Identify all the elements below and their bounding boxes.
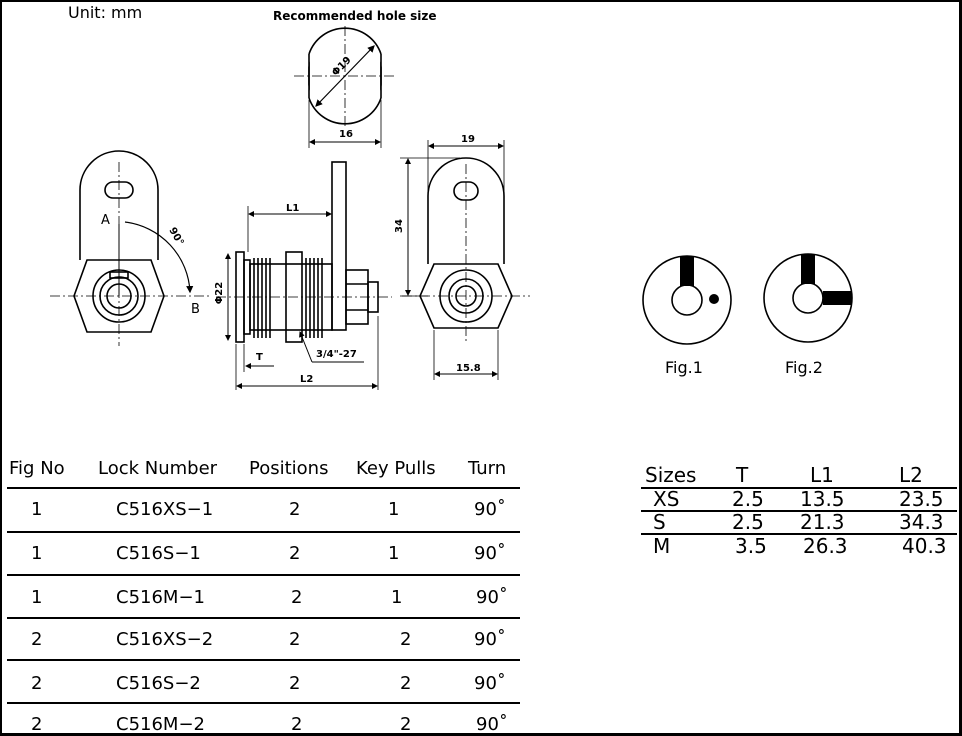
thread-label: 3/4"-27 bbox=[316, 349, 357, 360]
position-b-label: B bbox=[191, 302, 200, 317]
row3-fig: 1 bbox=[31, 587, 43, 608]
row4-positions: 2 bbox=[289, 629, 301, 650]
table-rule bbox=[7, 487, 520, 489]
row2-turn: 90˚ bbox=[474, 543, 506, 564]
header-lock-number: Lock Number bbox=[98, 458, 218, 479]
header-turn: Turn bbox=[468, 458, 507, 479]
size-m-t: 3.5 bbox=[735, 534, 767, 558]
row5-lock-number: C516S−2 bbox=[116, 673, 201, 694]
row1-key-pulls: 1 bbox=[388, 499, 400, 520]
row2-key-pulls: 1 bbox=[388, 543, 400, 564]
row3-turn: 90˚ bbox=[476, 587, 508, 608]
size-xs-label: XS bbox=[653, 487, 680, 511]
size-header-t: T bbox=[736, 463, 749, 487]
table-rule bbox=[7, 659, 520, 661]
row4-turn: 90˚ bbox=[474, 629, 506, 650]
header-key-pulls: Key Pulls bbox=[356, 458, 436, 479]
row4-fig: 2 bbox=[31, 629, 43, 650]
body-diameter-label: Φ22 bbox=[214, 281, 226, 305]
row6-fig: 2 bbox=[31, 714, 43, 735]
side-view bbox=[216, 161, 392, 390]
size-xs-l1: 13.5 bbox=[800, 487, 845, 511]
fig1-caption: Fig.1 bbox=[665, 358, 703, 377]
unit-label: Unit: mm bbox=[68, 3, 143, 22]
row1-fig: 1 bbox=[31, 499, 43, 520]
table-rule bbox=[7, 531, 520, 533]
row4-lock-number: C516XS−2 bbox=[116, 629, 214, 650]
cam-width-label: 19 bbox=[461, 134, 475, 145]
table-rule bbox=[7, 702, 520, 704]
row1-positions: 2 bbox=[289, 499, 301, 520]
row2-fig: 1 bbox=[31, 543, 43, 564]
size-m-label: M bbox=[653, 534, 671, 558]
l2-label: L2 bbox=[300, 374, 314, 385]
row4-key-pulls: 2 bbox=[400, 629, 412, 650]
nut-width-label: 15.8 bbox=[456, 363, 481, 374]
t-label: T bbox=[256, 352, 263, 363]
size-table-rule bbox=[641, 487, 957, 489]
table-rule bbox=[7, 574, 520, 576]
size-xs-t: 2.5 bbox=[732, 487, 764, 511]
size-table-rule bbox=[641, 510, 957, 512]
hole-width-label: 16 bbox=[339, 129, 353, 140]
size-xs-l2: 23.5 bbox=[899, 487, 944, 511]
row3-key-pulls: 1 bbox=[391, 587, 403, 608]
header-fig-no: Fig No bbox=[9, 458, 65, 479]
row6-positions: 2 bbox=[291, 714, 303, 735]
size-m-l2: 40.3 bbox=[902, 534, 947, 558]
header-positions: Positions bbox=[249, 458, 329, 479]
row3-lock-number: C516M−1 bbox=[116, 587, 205, 608]
size-s-l1: 21.3 bbox=[800, 510, 845, 534]
size-header-l1: L1 bbox=[810, 463, 834, 487]
row6-lock-number: C516M−2 bbox=[116, 714, 205, 735]
fig1-symbol bbox=[642, 255, 732, 345]
row5-key-pulls: 2 bbox=[400, 673, 412, 694]
row3-positions: 2 bbox=[291, 587, 303, 608]
size-header-l2: L2 bbox=[899, 463, 923, 487]
row5-fig: 2 bbox=[31, 673, 43, 694]
size-table-rule bbox=[641, 533, 957, 535]
row6-key-pulls: 2 bbox=[400, 714, 412, 735]
recommended-hole-diagram bbox=[294, 26, 396, 148]
row5-turn: 90˚ bbox=[474, 673, 506, 694]
size-s-l2: 34.3 bbox=[899, 510, 944, 534]
size-s-label: S bbox=[653, 510, 666, 534]
size-s-t: 2.5 bbox=[732, 510, 764, 534]
size-header-sizes: Sizes bbox=[645, 463, 697, 487]
row6-turn: 90˚ bbox=[476, 714, 508, 735]
position-a-label: A bbox=[101, 213, 110, 228]
fig2-symbol bbox=[763, 253, 853, 343]
cam-length-label: 34 bbox=[393, 219, 405, 233]
recommended-hole-label: Recommended hole size bbox=[273, 9, 437, 23]
row1-lock-number: C516XS−1 bbox=[116, 499, 214, 520]
fig2-caption: Fig.2 bbox=[785, 358, 823, 377]
row1-turn: 90˚ bbox=[474, 499, 506, 520]
table-rule bbox=[7, 617, 520, 619]
l1-label: L1 bbox=[286, 203, 300, 214]
back-view bbox=[400, 140, 530, 380]
row2-positions: 2 bbox=[289, 543, 301, 564]
front-view bbox=[50, 150, 212, 346]
row5-positions: 2 bbox=[289, 673, 301, 694]
row2-lock-number: C516S−1 bbox=[116, 543, 201, 564]
size-m-l1: 26.3 bbox=[803, 534, 848, 558]
